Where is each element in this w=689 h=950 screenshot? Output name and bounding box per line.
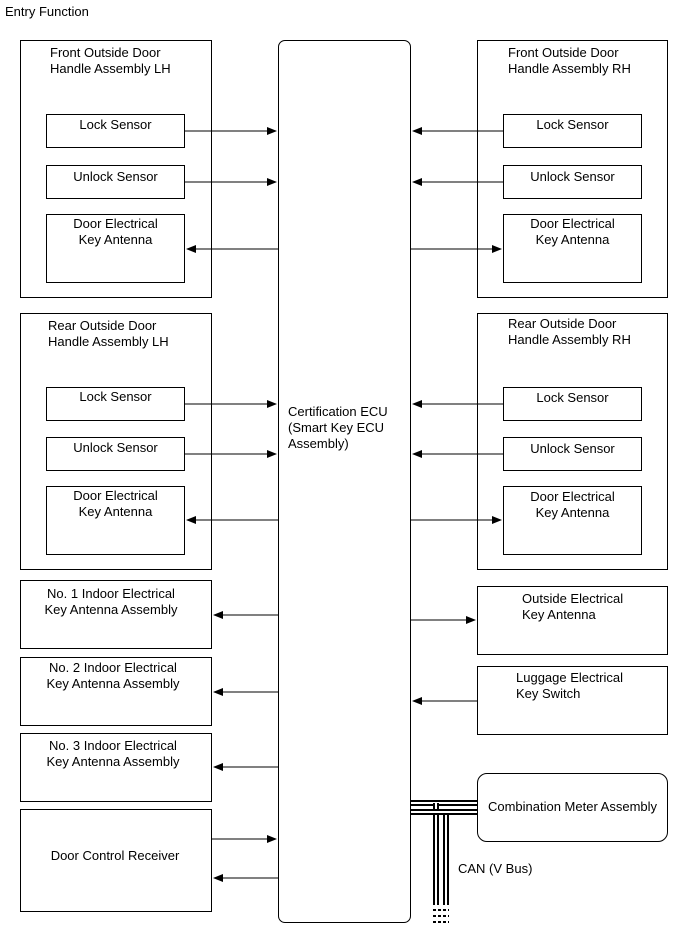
combination-meter-box (477, 773, 668, 842)
indoor-antenna-2-box (20, 657, 212, 726)
outside-antenna-label: Outside Electrical Key Antenna (522, 591, 624, 622)
front-rh-key-antenna-label: Door Electrical Key Antenna (530, 216, 615, 247)
front-lh-handle-title: Front Outside Door Handle Assembly LH (50, 45, 171, 76)
certification-ecu-block (278, 40, 411, 923)
front-rh-key-antenna (503, 214, 642, 283)
indoor-antenna-3-box (20, 733, 212, 802)
rear-rh-key-antenna (503, 486, 642, 555)
front-lh-unlock-sensor (46, 165, 185, 199)
front-rh-lock-sensor (503, 114, 642, 148)
rear-rh-key-antenna-label: Door Electrical Key Antenna (530, 489, 615, 520)
rear-rh-lock-sensor (503, 387, 642, 421)
front-rh-lock-sensor-label: Lock Sensor (536, 117, 609, 132)
front-rh-handle-title: Front Outside Door Handle Assembly RH (508, 45, 631, 76)
front-lh-lock-sensor-label: Lock Sensor (79, 117, 152, 132)
rear-lh-lock-sensor (46, 387, 185, 421)
can-bus-label: CAN (V Bus) (458, 861, 533, 876)
door-control-receiver-box (20, 809, 212, 912)
rear-lh-handle-title: Rear Outside Door Handle Assembly LH (48, 318, 169, 349)
rear-lh-key-antenna (46, 486, 185, 555)
rear-lh-unlock-sensor (46, 437, 185, 471)
diagram-title: Entry Function (5, 4, 89, 19)
front-lh-key-antenna (46, 214, 185, 283)
certification-ecu-label: Certification ECU (Smart Key ECU Assembl… (288, 404, 388, 451)
rear-lh-key-antenna-label: Door Electrical Key Antenna (73, 488, 158, 519)
door-control-receiver-label: Door Control Receiver (50, 848, 180, 863)
rear-rh-unlock-sensor (503, 437, 642, 471)
indoor-antenna-2-label: No. 2 Indoor Electrical Key Antenna Asse… (46, 660, 180, 691)
luggage-switch-box (477, 666, 668, 735)
front-lh-unlock-sensor-label: Unlock Sensor (73, 169, 158, 184)
front-lh-key-antenna-label: Door Electrical Key Antenna (73, 216, 158, 247)
front-rh-unlock-sensor-label: Unlock Sensor (530, 169, 615, 184)
front-lh-lock-sensor (46, 114, 185, 148)
indoor-antenna-1-label: No. 1 Indoor Electrical Key Antenna Asse… (44, 586, 178, 617)
combination-meter-label: Combination Meter Assembly (487, 799, 658, 814)
rear-rh-unlock-sensor-label: Unlock Sensor (530, 441, 615, 456)
luggage-switch-label: Luggage Electrical Key Switch (516, 670, 623, 701)
outside-antenna-box (477, 586, 668, 655)
rear-rh-handle-title: Rear Outside Door Handle Assembly RH (508, 316, 631, 347)
indoor-antenna-1-box (20, 580, 212, 649)
rear-lh-lock-sensor-label: Lock Sensor (79, 389, 152, 404)
indoor-antenna-3-label: No. 3 Indoor Electrical Key Antenna Asse… (46, 738, 180, 769)
front-rh-unlock-sensor (503, 165, 642, 199)
rear-rh-lock-sensor-label: Lock Sensor (536, 390, 609, 405)
can-bus-lines (411, 800, 477, 923)
rear-lh-unlock-sensor-label: Unlock Sensor (73, 440, 158, 455)
